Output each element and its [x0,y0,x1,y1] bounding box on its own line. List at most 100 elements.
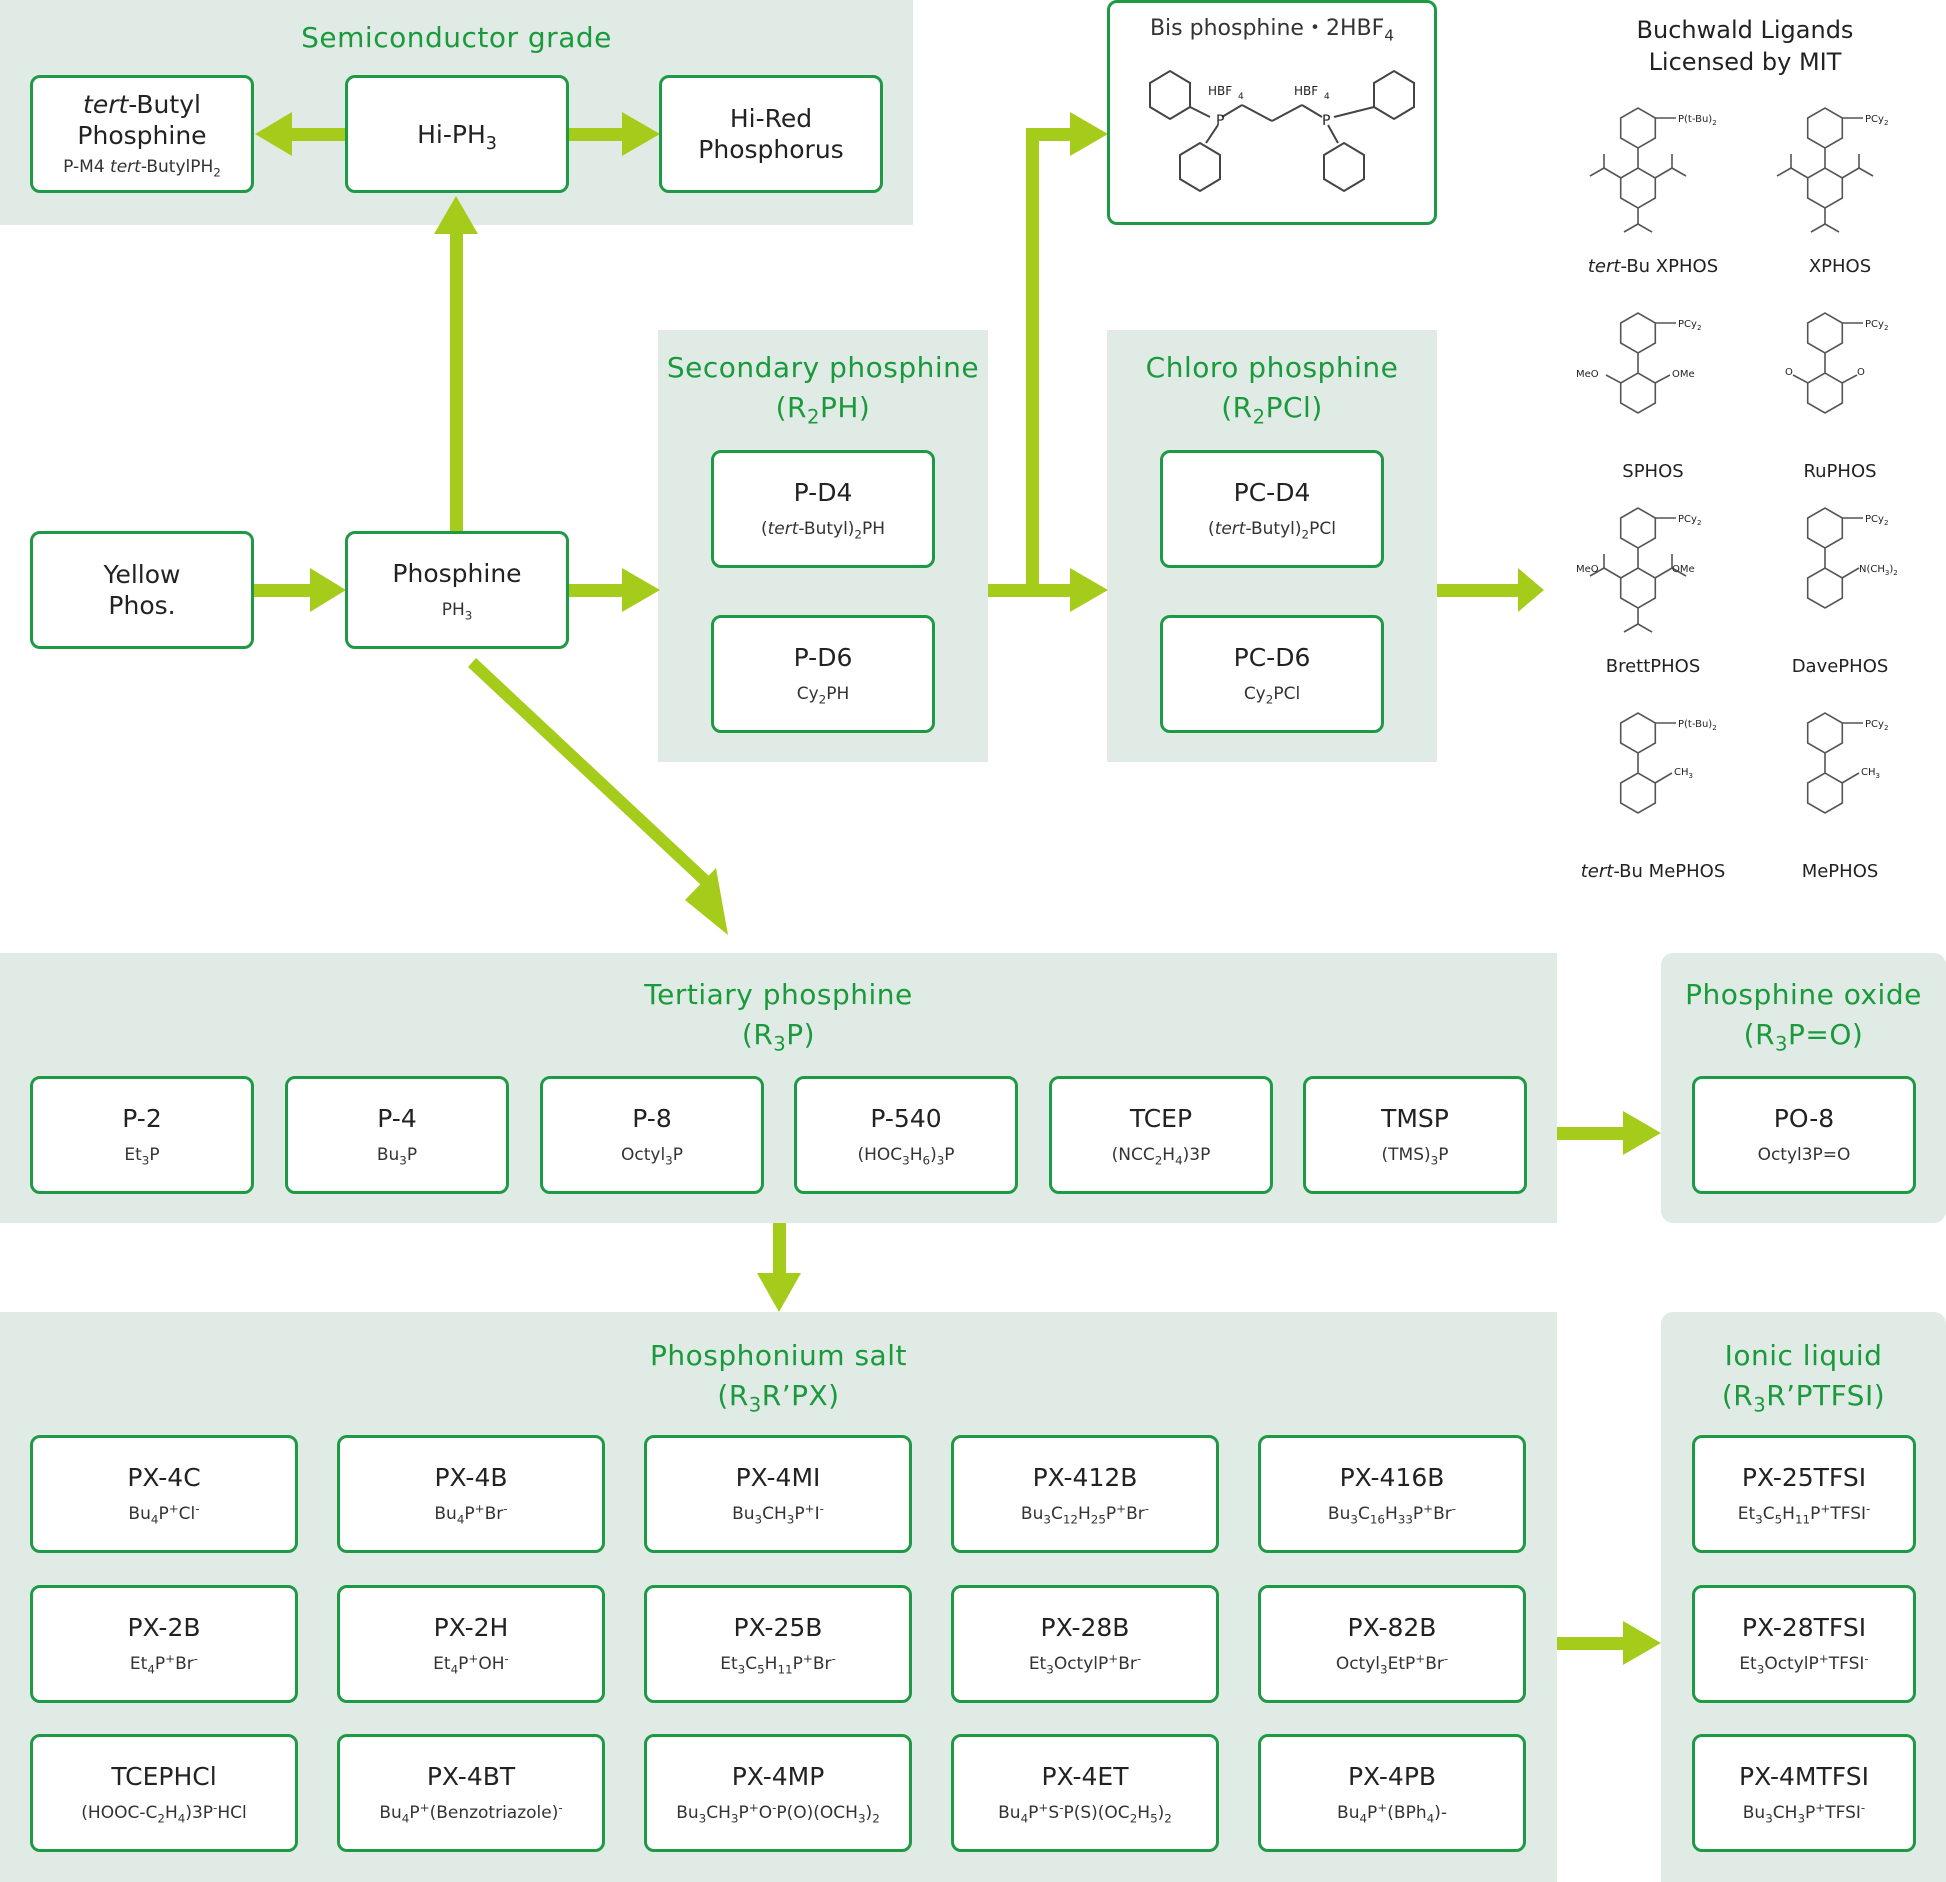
px-2h-name: PX-2H [433,1613,509,1642]
oxide-formula: (R3P=O) [1743,1018,1864,1056]
px-412b-formula: Bu3C12H25P+Br- [1020,1501,1150,1527]
p-8-name: P-8 [632,1104,672,1133]
px-82b-box: PX-82B Octyl3EtP+Br- [1258,1585,1526,1703]
px-4mtfsi-formula: Bu3CH3P+TFSI- [1742,1800,1866,1826]
p-2-name: P-2 [122,1104,162,1133]
svg-text:PCy2: PCy2 [1678,514,1701,527]
px-2h-formula: Et4P+OH- [433,1651,509,1677]
px-4mtfsi-name: PX-4MTFSI [1739,1762,1869,1791]
px-2b-formula: Et4P+Br- [129,1651,199,1677]
tmsp-box: TMSP (TMS)3P [1303,1076,1527,1194]
pc-d4-formula: (tert-Butyl)2PCl [1208,519,1336,542]
px-4et-name: PX-4ET [1041,1762,1129,1791]
px-4mi-name: PX-4MI [735,1463,821,1492]
arrow-to-chloro-head [1070,568,1108,612]
arrow-to-oxide-head [1623,1111,1661,1155]
p-d4-name: P-D4 [793,478,853,507]
arrow-to-phosphine [254,584,314,597]
bis-phosphine-title: Bis phosphine・2HBF4 [1149,16,1395,45]
svg-text:CH3: CH3 [1861,767,1880,780]
tert-butyl-phosphine-formula: P-M4 tert-ButylPH2 [63,157,221,180]
px-82b-formula: Octyl3EtP+Br- [1335,1651,1449,1677]
p-8-box: P-8 Octyl3P [540,1076,764,1194]
tcephcl-formula: (HOOC-C2H4)3P-HCl [81,1800,247,1826]
svg-text:PCy2: PCy2 [1865,319,1888,332]
p-2-formula: Et3P [124,1145,160,1168]
arrow-to-secondary-head [622,568,660,612]
svg-text:O: O [1785,367,1793,378]
ligand-name: RuPHOS [1803,461,1877,482]
ligand-name: tert-Bu XPHOS [1587,256,1719,277]
px-4mp-formula: Bu3CH3P+O-P(O)(OCH3)2 [676,1800,880,1826]
po-8-box: PO-8 Octyl3P=O [1692,1076,1916,1194]
bis-hbf-left-n: 4 [1238,92,1244,102]
arrow-to-tbutyl [290,128,346,141]
svg-text:PCy2: PCy2 [1865,114,1888,127]
arrow-to-ionic-head [1623,1621,1661,1665]
svg-text:N(CH3)2: N(CH3)2 [1859,564,1898,577]
px-4b-name: PX-4B [434,1463,508,1492]
p-540-formula: (HOC3H6)3P [857,1145,955,1168]
px-4c-name: PX-4C [127,1463,201,1492]
tcep-formula: (NCC2H4)3P [1111,1145,1211,1168]
px-28tfsi-name: PX-28TFSI [1741,1613,1867,1642]
arrow-to-bis-head [1070,112,1108,156]
svg-text:OMe: OMe [1672,564,1695,575]
salt-title: Phosphonium salt [650,1339,907,1372]
px-2h-box: PX-2H Et4P+OH- [337,1585,605,1703]
arrow-to-hired [568,128,624,141]
secondary-formula: (R2PH) [775,391,871,429]
px-412b-box: PX-412B Bu3C12H25P+Br- [951,1435,1219,1553]
p-4-box: P-4 Bu3P [285,1076,509,1194]
phosphine-formula: PH3 [441,600,473,623]
arrow-to-hiph3 [450,232,463,532]
pc-d4-box: PC-D4 (tert-Butyl)2PCl [1160,450,1384,568]
phosphine-box: Phosphine PH3 [345,531,569,649]
px-82b-name: PX-82B [1347,1613,1437,1642]
p-d4-box: P-D4 (tert-Butyl)2PH [711,450,935,568]
arrow-to-tertiary-head [685,868,728,935]
bis-p-left: P [1216,113,1224,129]
p-d6-box: P-D6 Cy2PH [711,615,935,733]
ligand-name: tert-Bu MePHOS [1580,861,1726,882]
px-412b-name: PX-412B [1032,1463,1138,1492]
pc-d4-name: PC-D4 [1233,478,1311,507]
px-25tfsi-formula: Et3C5H11P+TFSI- [1737,1501,1871,1527]
secondary-title: Secondary phosphine [666,351,980,384]
pc-d6-box: PC-D6 Cy2PCl [1160,615,1384,733]
ligand-structure: P(t-Bu)2 [1589,107,1717,233]
pc-d6-formula: Cy2PCl [1243,684,1301,707]
ligand-name: SPHOS [1622,461,1684,482]
svg-text:OMe: OMe [1672,369,1695,380]
svg-text:P(t-Bu)2: P(t-Bu)2 [1678,719,1717,732]
ligand-name: DavePHOS [1791,656,1889,677]
po-8-name: PO-8 [1773,1104,1835,1133]
arrow-to-ionic [1557,1637,1625,1650]
px-416b-formula: Bu3C16H33P+Br- [1327,1501,1457,1527]
svg-text:P(t-Bu)2: P(t-Bu)2 [1678,114,1717,127]
p-d6-formula: Cy2PH [796,684,850,707]
hi-ph3-box: Hi-PH3 [345,75,569,193]
svg-text:MeO: MeO [1576,369,1599,380]
ligand-name: XPHOS [1808,256,1872,277]
p-d4-formula: (tert-Butyl)2PH [760,519,886,542]
buchwald-title: Buchwald Ligands Licensed by MIT [1636,16,1854,76]
px-4et-formula: Bu4P+S-P(S)(OC2H5)2 [998,1800,1172,1826]
p-2-box: P-2 Et3P [30,1076,254,1194]
arrow-to-tbutyl-head [255,112,292,156]
